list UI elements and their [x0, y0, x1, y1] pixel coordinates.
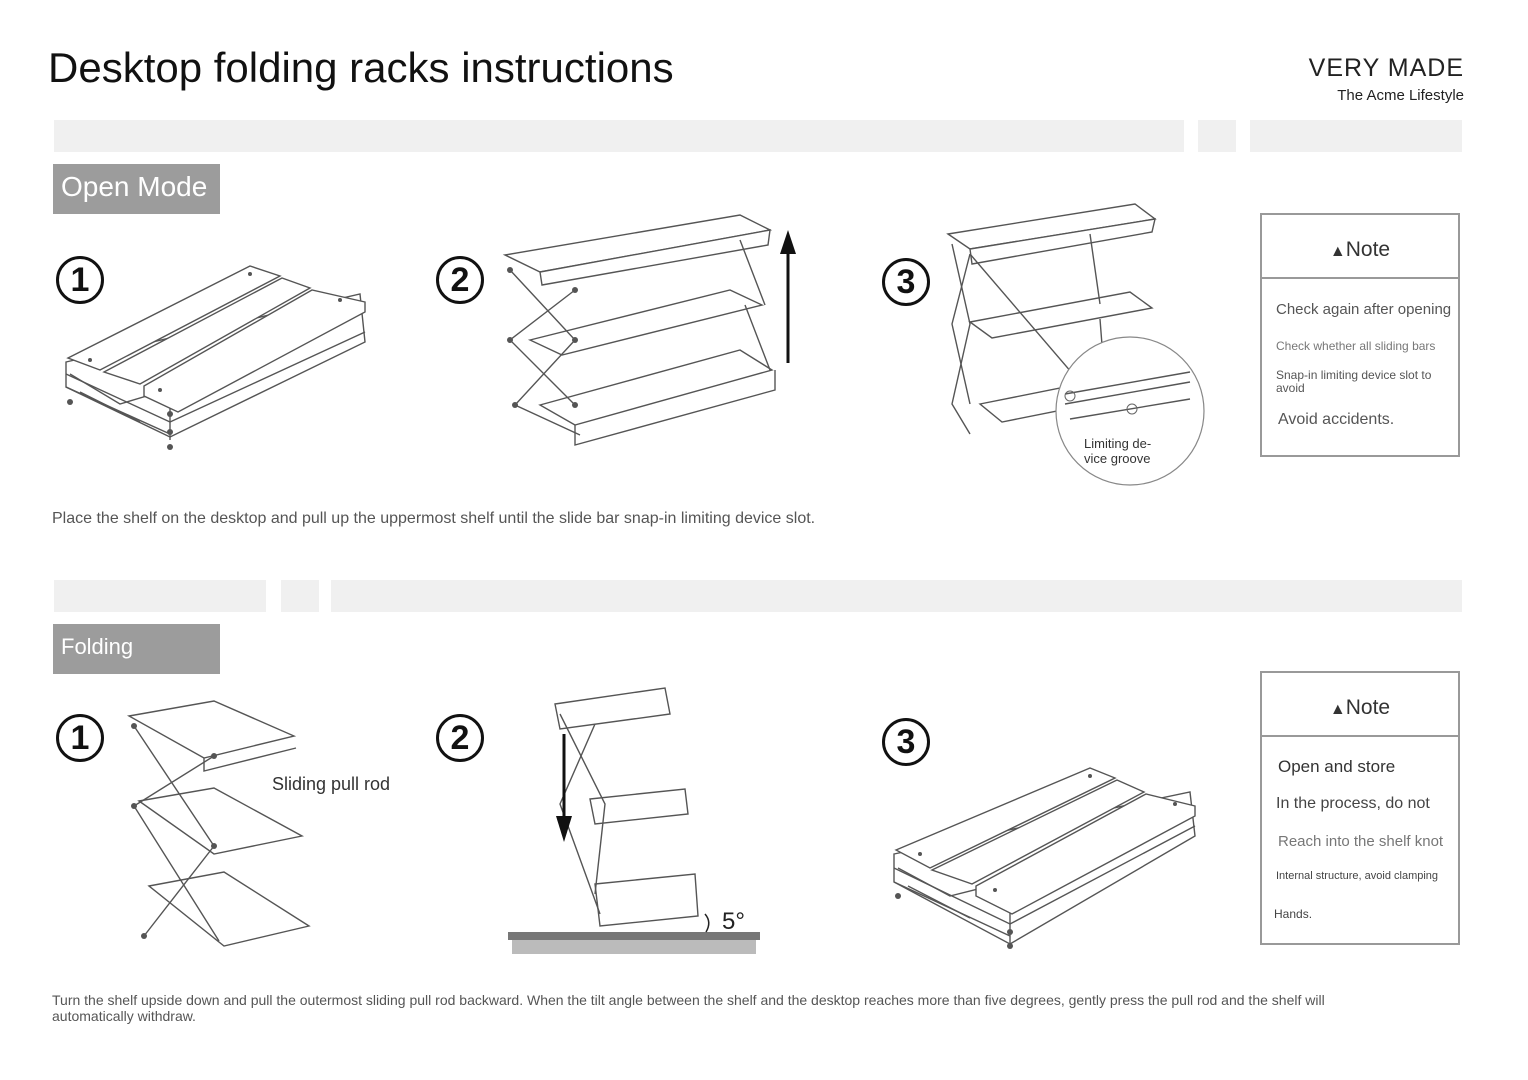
warning-triangle-icon: ▲ — [1329, 243, 1346, 260]
note-box-open: ▲Note Check again after opening Check wh… — [1260, 213, 1460, 457]
folded-rack-illustration — [65, 265, 366, 450]
divider-bar — [54, 580, 266, 612]
note-line: Avoid accidents. — [1278, 411, 1395, 428]
upside-down-rack-illustration — [126, 700, 311, 947]
brand-name: VERY MADE — [1308, 54, 1464, 82]
brand-tagline: The Acme Lifestyle — [1337, 87, 1464, 104]
note-line: Check whether all sliding bars — [1276, 339, 1436, 353]
step-number: 3 — [882, 718, 930, 766]
note-line: Open and store — [1278, 757, 1396, 776]
arrow-down-icon — [556, 734, 572, 842]
note-box-folding: ▲Note Open and store In the process, do … — [1260, 671, 1460, 945]
note-heading: ▲Note — [1262, 673, 1458, 737]
brand-logo: VERY MADE The Acme Lifestyle — [1309, 54, 1464, 104]
divider-bar — [1250, 120, 1462, 152]
page-title: Desktop folding racks instructions — [48, 44, 674, 91]
note-line: Reach into the shelf knot — [1278, 833, 1444, 850]
angle-label: 5° — [722, 908, 745, 935]
arrow-up-icon — [780, 230, 796, 363]
note-line: Hands. — [1274, 907, 1313, 921]
opening-rack-illustration — [502, 214, 776, 446]
divider-bar — [54, 120, 1184, 152]
note-heading: ▲Note — [1262, 215, 1458, 279]
callout-sliding-pull-rod: Sliding pull rod — [272, 774, 391, 794]
opened-rack-illustration — [946, 203, 1205, 486]
divider-bar — [331, 580, 1462, 612]
note-line: In the process, do not — [1276, 795, 1430, 812]
section-label-folding-method: Folding method — [53, 624, 220, 705]
caption-folding-method: Turn the shelf upside down and pull the … — [52, 992, 1325, 1024]
callout-limiting-groove: Limiting de- vice groove — [1084, 436, 1152, 466]
tilting-rack-illustration — [508, 687, 760, 954]
step-number: 1 — [56, 256, 104, 304]
divider-bar — [281, 580, 319, 612]
step-number: 1 — [56, 714, 104, 762]
warning-triangle-icon: ▲ — [1329, 701, 1346, 718]
note-line: Check again after opening — [1276, 301, 1452, 318]
note-line: Internal structure, avoid clamping — [1276, 870, 1439, 882]
step-number: 3 — [882, 258, 930, 306]
section-label-open-mode: Open Mode — [53, 164, 220, 214]
caption-open-mode: Place the shelf on the desktop and pull … — [52, 510, 816, 527]
step-number: 2 — [436, 256, 484, 304]
folded-rack-illustration — [893, 767, 1196, 949]
step-number: 2 — [436, 714, 484, 762]
divider-bar — [1198, 120, 1236, 152]
note-line: Snap-in limiting device slot to avoid — [1276, 368, 1432, 395]
